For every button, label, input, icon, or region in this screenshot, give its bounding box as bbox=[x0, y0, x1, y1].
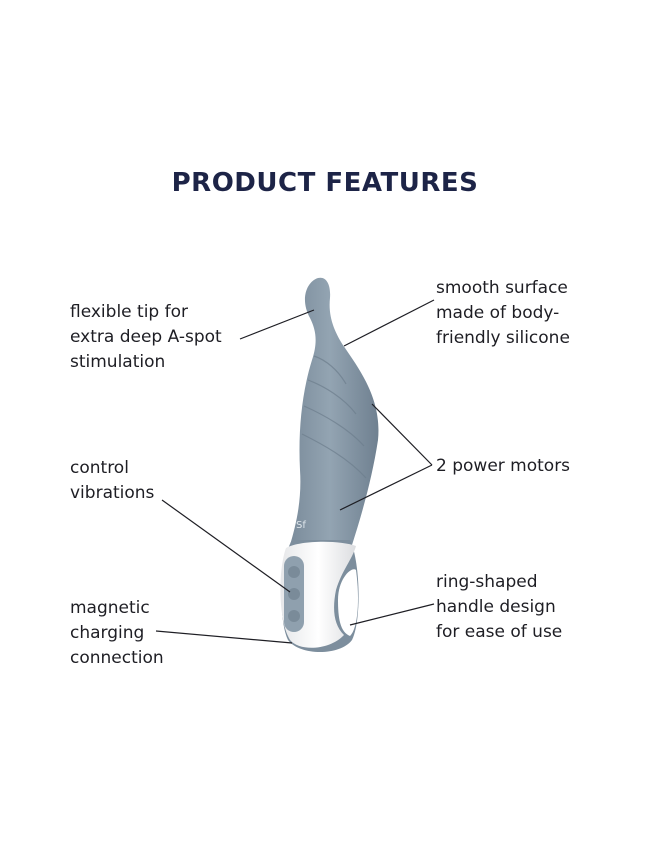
feature-line: vibrations bbox=[70, 483, 155, 503]
feature-line: extra deep A-spot bbox=[70, 327, 222, 347]
feature-ring-handle: ring-shaped handle design for ease of us… bbox=[436, 570, 562, 645]
callout-lines bbox=[155, 299, 435, 644]
feature-line: stimulation bbox=[70, 352, 166, 372]
feature-line: handle design bbox=[436, 597, 556, 617]
feature-line: smooth surface bbox=[436, 278, 568, 298]
feature-line: magnetic bbox=[70, 598, 150, 618]
feature-line: 2 power motors bbox=[436, 456, 571, 476]
page-title: PRODUCT FEATURES bbox=[171, 168, 479, 198]
feature-line: connection bbox=[70, 648, 164, 668]
feature-magnetic-charging: magnetic charging connection bbox=[70, 596, 164, 671]
feature-line: made of body- bbox=[436, 303, 560, 323]
feature-power-motors: 2 power motors bbox=[436, 454, 570, 479]
ring-opening bbox=[338, 569, 358, 636]
feature-line: charging bbox=[70, 623, 145, 643]
shaft-ridges bbox=[301, 355, 367, 479]
feature-flexible-tip: flexible tip for extra deep A-spot stimu… bbox=[70, 300, 222, 375]
feature-line: ring-shaped bbox=[436, 572, 538, 592]
feature-smooth-surface: smooth surface made of body- friendly si… bbox=[436, 276, 570, 351]
feature-line: for ease of use bbox=[436, 622, 563, 642]
feature-control-vibrations: control vibrations bbox=[70, 456, 154, 506]
feature-line: control bbox=[70, 458, 129, 478]
feature-line: flexible tip for bbox=[70, 302, 188, 322]
logo-mark: Sf bbox=[296, 520, 306, 531]
feature-line: friendly silicone bbox=[436, 328, 570, 348]
